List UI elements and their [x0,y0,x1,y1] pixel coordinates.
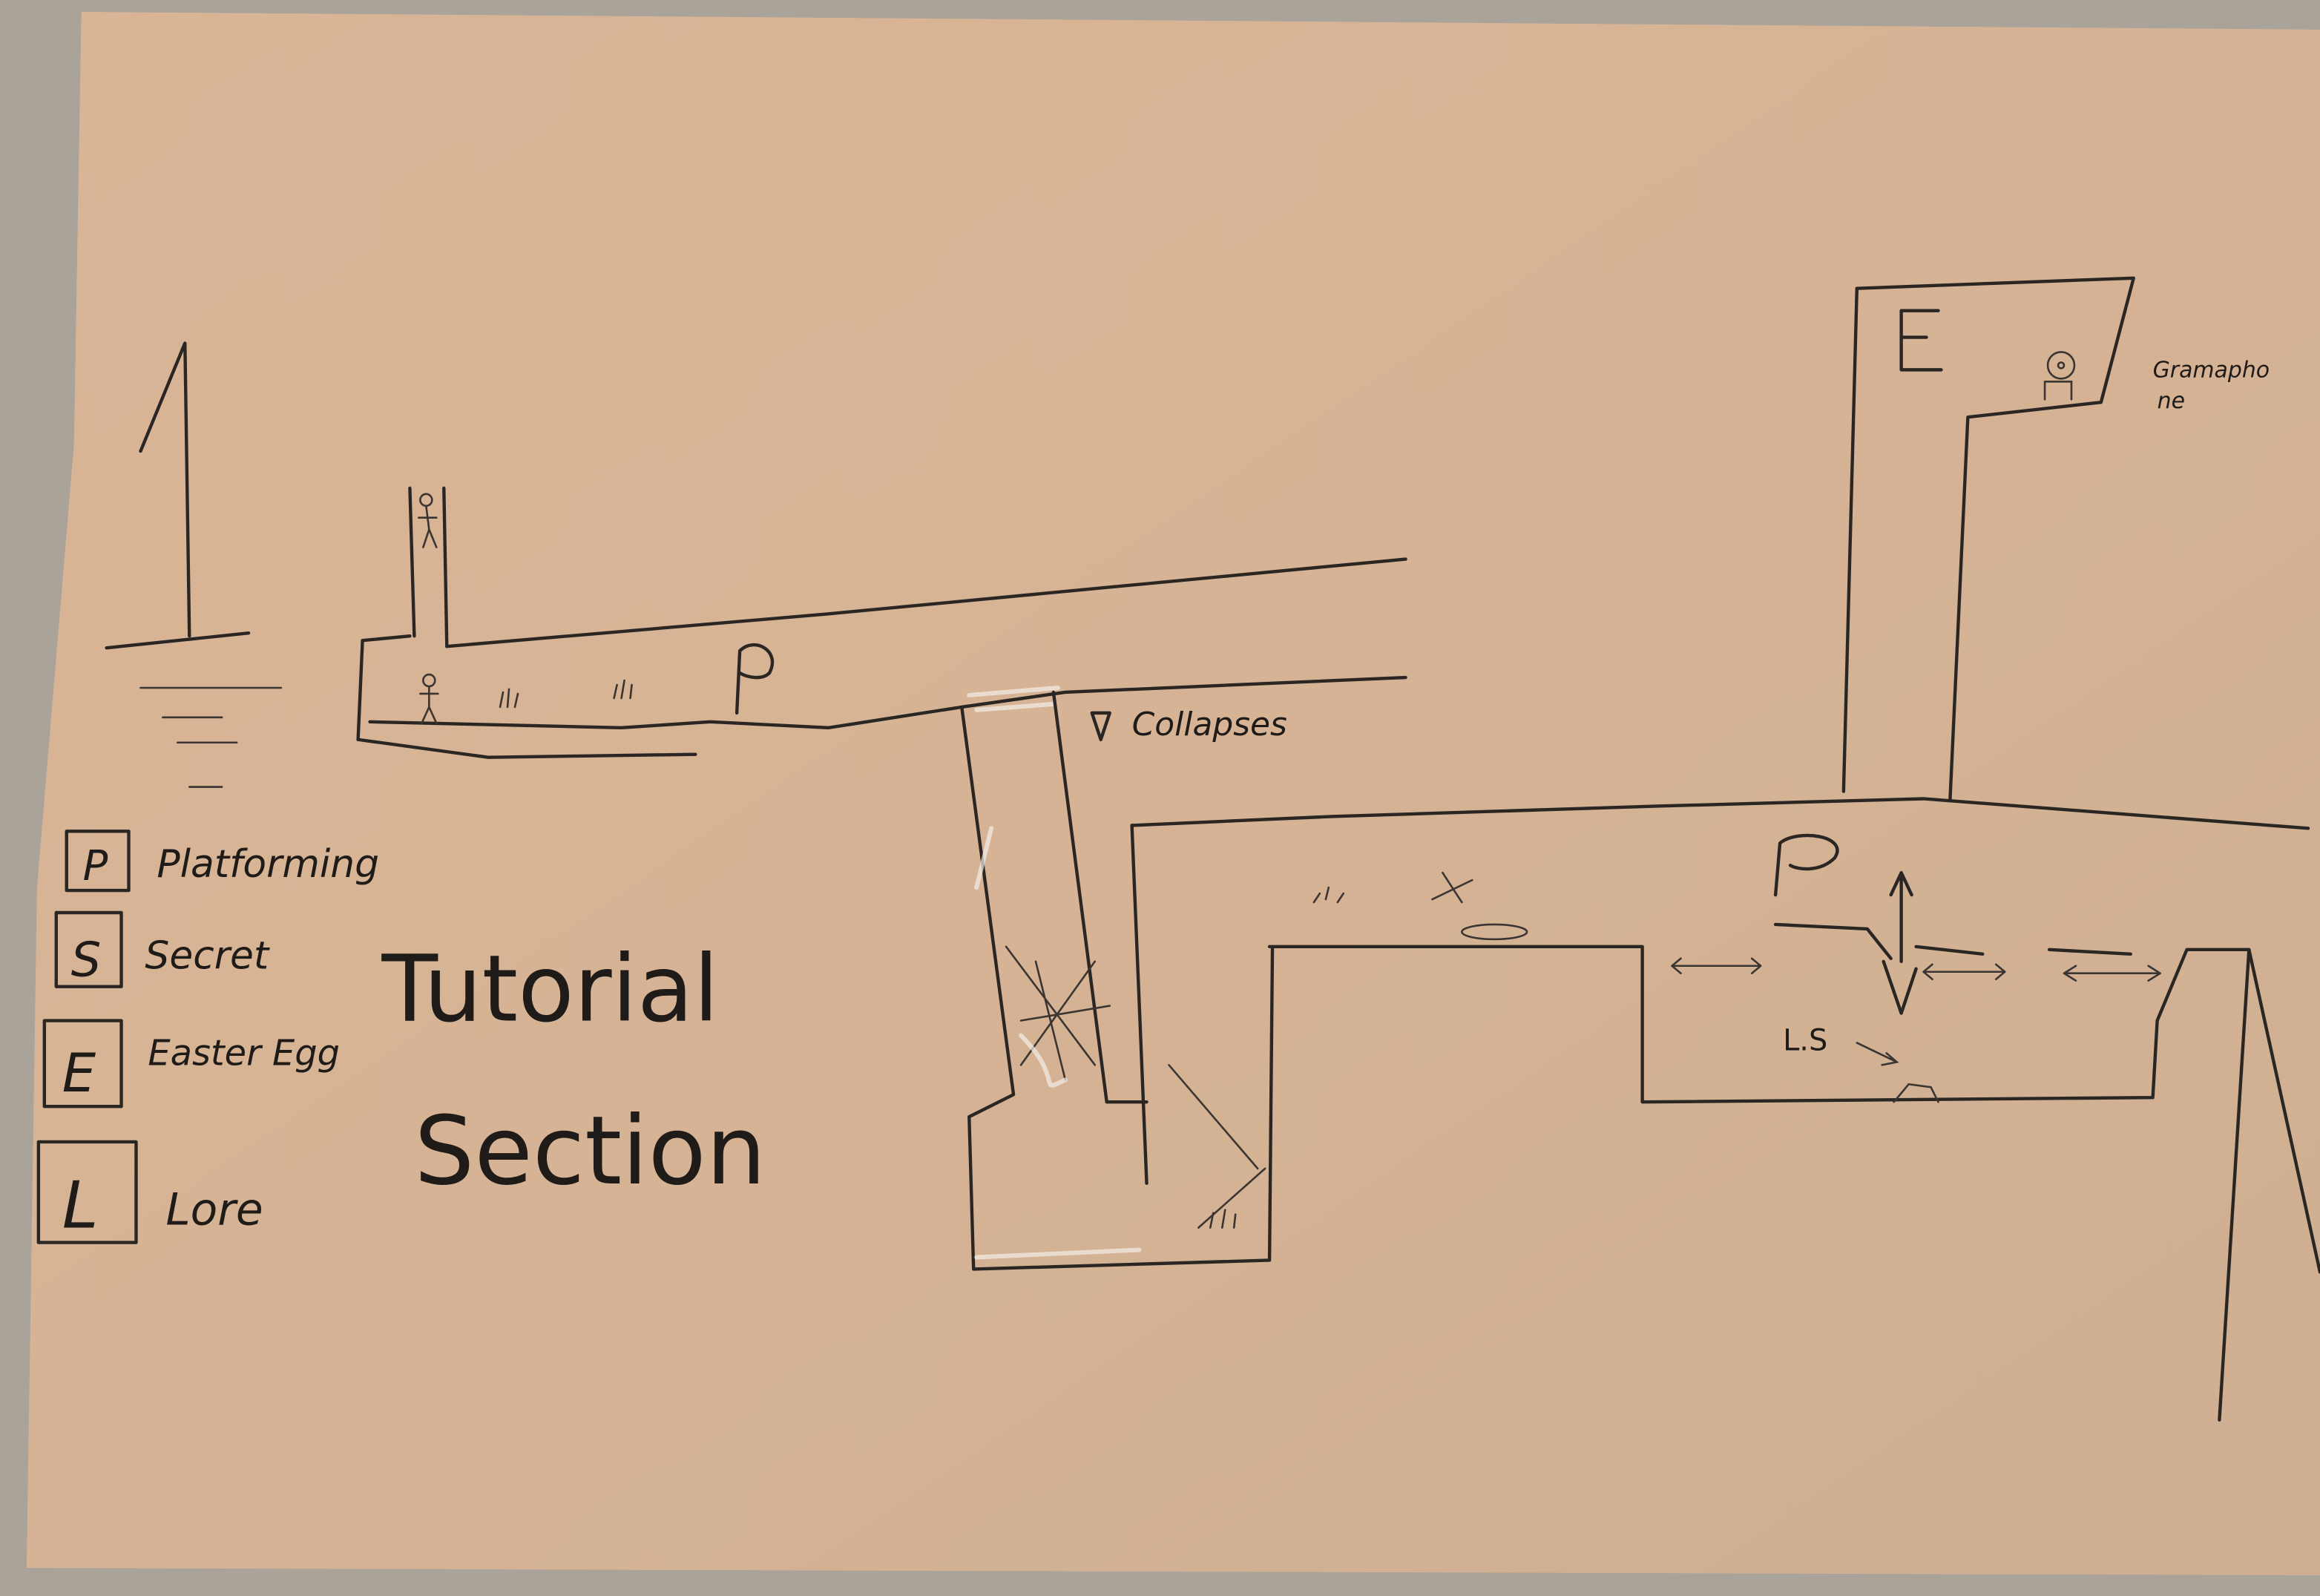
legend-key-l: L [62,1168,99,1244]
legend-box-p [65,830,131,893]
legend-key-p: P [83,842,108,890]
gramophone-icon [2043,351,2076,401]
legend-label-secret: Secret [145,934,270,979]
collapses-label: Collapses [1132,706,1287,743]
easter-egg-tower [1841,276,2135,801]
easter-egg-marker [1899,309,1943,372]
down-arrow-icon [1882,959,1918,1015]
gramophone-label-2: ne [2158,388,2185,414]
fire-icon [499,679,633,709]
moving-platform-arrows-icon [1671,957,2161,982]
trap-icon [1431,871,1528,941]
main-hall [1130,797,2320,1422]
legend: P Platforming S Secret E Easter Egg L Lo… [36,830,379,1244]
collapse-arrow-icon [1090,711,1111,741]
legend-label-platforming: Platforming [157,842,379,887]
legend-label-lore: Lore [165,1184,263,1236]
lore-arrow-icon [1856,1042,1899,1066]
lore-secret-label: L.S [1783,1023,1827,1057]
platforming-marker-1 [735,643,775,715]
title-line-2: Section [414,1097,766,1206]
legend-key-s: S [71,933,102,988]
legend-label-easter-egg: Easter Egg [148,1033,340,1074]
start-pillar [105,341,283,788]
platforming-marker-2 [1773,833,1839,897]
gramophone-label-1: Gramapho [2153,357,2270,383]
player-figure-icon [419,673,439,725]
corridor-start [356,486,1407,759]
paper-sheet [26,11,2320,1576]
title-line-1: Tutorial [381,936,720,1043]
collapsing-shaft [960,685,1275,1271]
up-arrow-icon [1889,870,1913,963]
legend-box-l [36,1140,138,1244]
legend-key-e: E [62,1042,96,1104]
legend-box-s [54,910,123,988]
legend-box-e [42,1019,123,1109]
hanging-figure-icon [418,493,438,548]
